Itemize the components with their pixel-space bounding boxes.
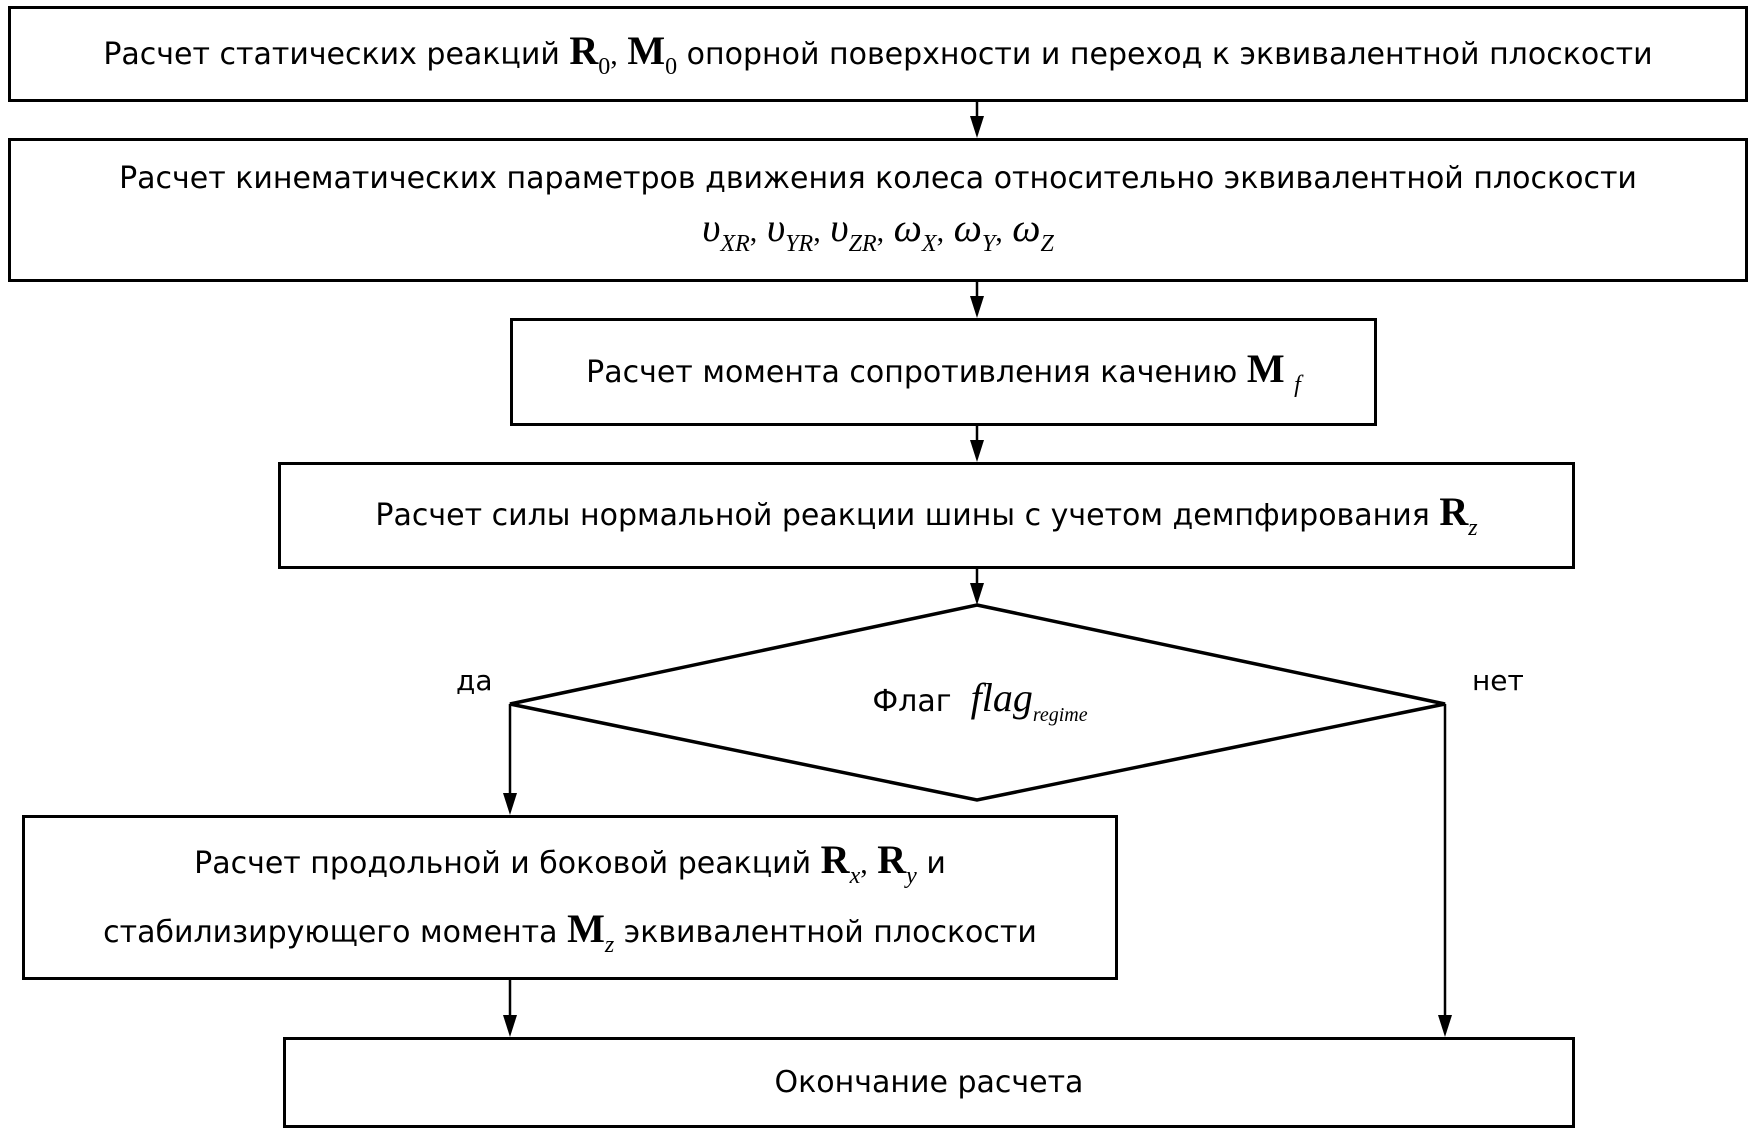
step-label: Расчет продольной и боковой реакций: [194, 846, 812, 882]
symbol-subscript: x: [849, 863, 861, 890]
separator: ,: [610, 37, 618, 71]
step-label-continued: эквивалентной плоскости: [623, 914, 1037, 950]
symbol-subscript: 0: [598, 53, 611, 80]
var-upsilon: υ: [830, 205, 849, 251]
step-longitudinal-lateral-line1: Расчет продольной и боковой реакций Rx, …: [194, 834, 946, 892]
arrow-yes-branch: [503, 704, 517, 815]
flag-variable: flag: [970, 675, 1033, 720]
kinematic-variables: υXR, υYR, υZR, ωX, ωY, ωZ: [702, 202, 1054, 260]
symbol-Rx: R: [820, 837, 850, 883]
symbol-Mf: M: [1246, 345, 1285, 391]
var-subscript: XR: [720, 231, 750, 258]
var-omega: ω: [1012, 205, 1041, 251]
decision-diamond: [509, 603, 1446, 802]
var-subscript: Z: [1040, 231, 1054, 258]
symbol-subscript: z: [1468, 515, 1478, 542]
step-label-continued: опорной поверхности и переход к эквивале…: [686, 36, 1653, 72]
symbol-subscript: f: [1294, 371, 1301, 398]
step-label: Расчет силы нормальной реакции шины с уч…: [375, 498, 1430, 534]
step-label: Расчет момента сопротивления качению: [586, 354, 1238, 390]
symbol-Mz: M: [567, 905, 605, 951]
arrow-step2-step3: [970, 282, 984, 318]
symbol-R0: R: [569, 27, 599, 73]
separator: ,: [749, 215, 758, 249]
var-subscript: YR: [785, 231, 814, 258]
separator: ,: [936, 215, 945, 249]
arrow-step3-step4: [970, 426, 984, 462]
symbol-subscript: 0: [665, 53, 678, 80]
separator: ,: [860, 847, 868, 881]
decision-text: Флаг flagregime: [760, 672, 1200, 728]
step-label-conjunction: и: [926, 846, 946, 882]
separator: ,: [813, 215, 821, 249]
step-kinematic-params: Расчет кинематических параметров движени…: [8, 138, 1748, 282]
step-normal-reaction-text: Расчет силы нормальной реакции шины с уч…: [375, 486, 1477, 544]
step-label: стабилизирующего момента: [103, 914, 558, 950]
step-static-reactions: Расчет статических реакций R0, M0 опорно…: [8, 6, 1748, 102]
symbol-subscript: y: [906, 863, 917, 890]
decision-label: Флаг: [872, 684, 952, 719]
arrow-step1-step2: [970, 102, 984, 138]
var-subscript: ZR: [848, 231, 877, 258]
step-end: Окончание расчета: [283, 1037, 1575, 1128]
step-longitudinal-lateral-line2: стабилизирующего момента Mz эквивалентно…: [103, 903, 1037, 961]
symbol-subscript: z: [604, 931, 615, 958]
symbol-Ry: R: [877, 837, 907, 883]
var-upsilon: υ: [702, 205, 721, 251]
yes-label: да: [456, 664, 493, 697]
step-normal-reaction: Расчет силы нормальной реакции шины с уч…: [278, 462, 1575, 569]
symbol-Rz: R: [1439, 489, 1469, 535]
var-omega: ω: [953, 205, 982, 251]
step-longitudinal-lateral: Расчет продольной и боковой реакций Rx, …: [22, 815, 1118, 980]
separator: ,: [995, 215, 1003, 249]
separator: ,: [876, 215, 885, 249]
var-subscript: Y: [981, 231, 996, 258]
step-static-reactions-text: Расчет статических реакций R0, M0 опорно…: [103, 25, 1652, 83]
var-subscript: X: [921, 231, 937, 258]
arrow-step5-step6: [503, 980, 517, 1037]
flag-subscript: regime: [1032, 704, 1088, 726]
no-label: нет: [1472, 664, 1524, 697]
step-end-text: Окончание расчета: [774, 1065, 1084, 1100]
arrow-no-branch: [1438, 704, 1452, 1037]
step-rolling-resistance: Расчет момента сопротивления качению M f: [510, 318, 1377, 426]
step-label: Расчет статических реакций: [103, 36, 560, 72]
arrow-step4-decision: [970, 569, 984, 605]
var-upsilon: υ: [766, 205, 786, 251]
step-kinematic-params-text: Расчет кинематических параметров движени…: [119, 161, 1637, 197]
step-rolling-resistance-text: Расчет момента сопротивления качению M f: [586, 343, 1301, 401]
symbol-M0: M: [627, 27, 666, 73]
var-omega: ω: [893, 205, 922, 251]
